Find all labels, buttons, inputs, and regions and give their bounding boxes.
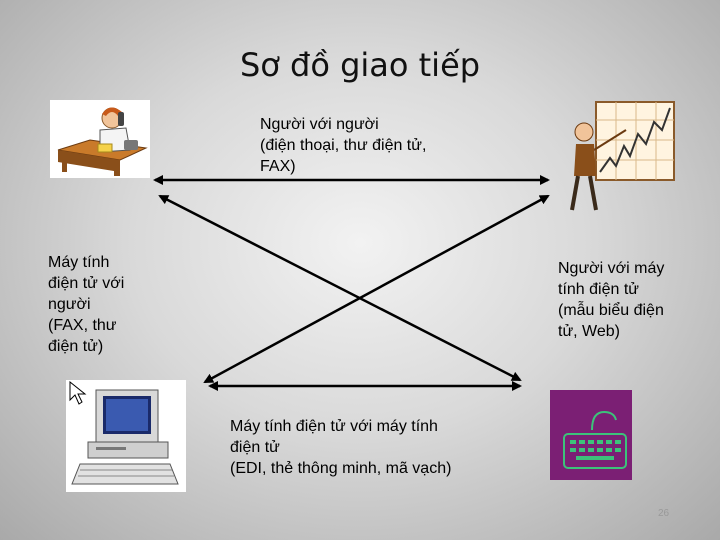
presenter-chart-icon: [570, 101, 675, 211]
keyboard-icon: [550, 390, 632, 480]
computer-icon: [66, 380, 186, 492]
label-computer-to-person: Máy tính điện tử với người (FAX, thư điệ…: [48, 254, 125, 355]
arrow-diagonal-down: [158, 194, 522, 382]
label-computer-to-computer: Máy tính điện tử với máy tính điện tử (E…: [230, 418, 452, 477]
page-number: 26: [658, 508, 670, 519]
label-person-to-computer: Người với máy tính điện tử (mẫu biểu điệ…: [558, 260, 665, 340]
arrow-diagonal-up: [203, 194, 550, 384]
person-phone-icon: [50, 100, 150, 178]
slide-title: Sơ đồ giao tiếp: [239, 46, 481, 84]
label-person-to-person: Người với người (điện thoại, thư điện tử…: [260, 116, 427, 175]
